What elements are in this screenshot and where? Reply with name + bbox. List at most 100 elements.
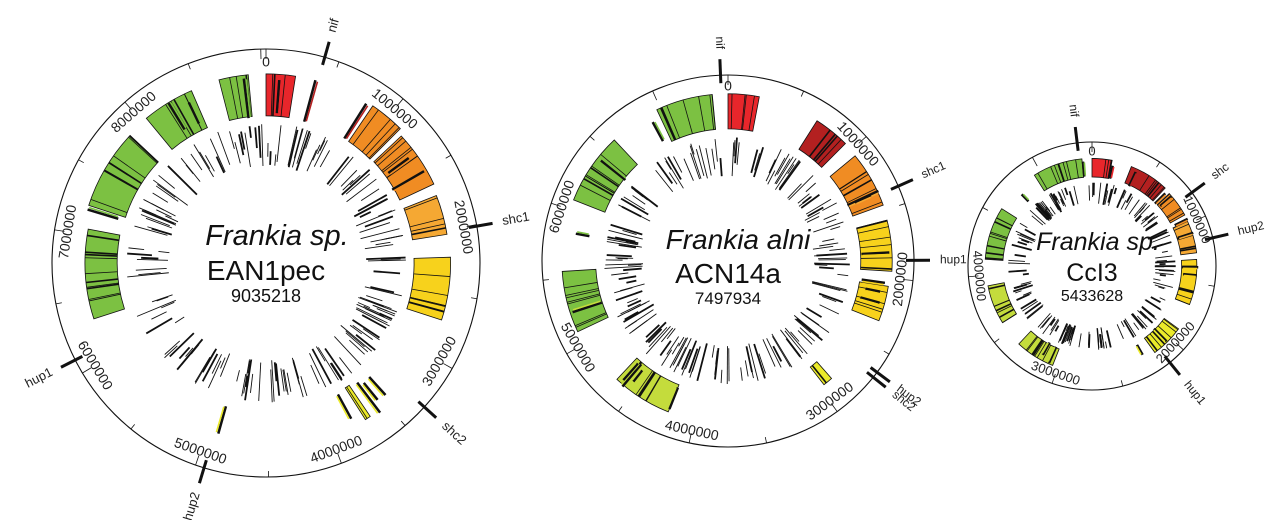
gene-marker — [814, 262, 850, 266]
gene-marker — [745, 346, 753, 373]
gene-marker — [1037, 203, 1042, 208]
gene-marker — [840, 174, 869, 192]
gene-marker — [1062, 162, 1069, 181]
gene-marker — [1025, 336, 1038, 351]
gene-marker — [1041, 341, 1051, 356]
gene-marker — [627, 298, 638, 304]
gene-marker — [391, 170, 425, 191]
gene-marker — [698, 145, 708, 179]
locus-marker-label: shc2 — [439, 418, 469, 448]
gene-marker — [1116, 324, 1124, 340]
gene-marker — [681, 348, 692, 370]
gene-marker — [1102, 183, 1109, 206]
gene-marker — [780, 329, 801, 357]
gene-marker — [1100, 328, 1105, 349]
gene-marker — [583, 177, 614, 197]
gene-marker — [753, 343, 766, 379]
gene-marker — [1150, 231, 1168, 241]
gene-marker — [1144, 179, 1156, 195]
gene-marker — [795, 317, 823, 342]
gene-marker — [158, 174, 175, 189]
gene-marker — [620, 197, 649, 216]
gene-marker — [152, 192, 169, 203]
gene-marker — [767, 170, 776, 185]
gene-marker — [377, 140, 407, 167]
gene-marker — [85, 271, 118, 275]
gene-marker — [798, 196, 812, 207]
gene-marker — [1050, 318, 1059, 331]
gene-marker — [1025, 229, 1036, 236]
gene-marker — [668, 172, 678, 185]
gene-marker — [1066, 161, 1072, 180]
gene-marker — [1011, 243, 1032, 251]
gene-marker — [349, 324, 363, 335]
gene-marker — [645, 375, 662, 402]
gene-marker — [678, 336, 685, 347]
gene-marker — [156, 296, 169, 302]
gene-marker — [1157, 193, 1170, 206]
gene-marker — [1149, 333, 1162, 348]
gene-marker — [830, 226, 841, 230]
gene-marker — [190, 102, 201, 123]
gene-marker — [1120, 200, 1127, 210]
gene-marker — [1032, 340, 1044, 356]
gene-marker — [151, 311, 167, 320]
gene-marker — [1045, 206, 1054, 217]
gene-marker — [778, 159, 800, 189]
scale-tick-label: 3000000 — [1029, 358, 1082, 388]
gene-marker — [147, 226, 159, 231]
gene-marker — [296, 129, 308, 164]
gene-marker — [851, 201, 883, 214]
gene-marker — [170, 102, 187, 129]
gene-marker — [1105, 159, 1110, 179]
gene-marker — [261, 124, 264, 166]
gene-marker — [291, 128, 304, 168]
gene-marker — [625, 241, 637, 245]
gene-marker — [667, 387, 677, 408]
gene-marker — [165, 215, 179, 223]
gene-marker — [814, 264, 828, 266]
gene-marker — [624, 320, 638, 329]
gene-marker — [985, 252, 1004, 256]
genome-map-cci3: 01000000200000030000004000000nifshchup2h… — [967, 104, 1266, 408]
gene-marker — [349, 339, 365, 355]
gene-marker — [1050, 166, 1059, 184]
gene-marker — [1026, 304, 1044, 319]
gene-marker — [361, 314, 387, 329]
gene-marker — [632, 369, 644, 383]
gene-marker — [164, 340, 181, 355]
gene-marker — [1049, 206, 1056, 215]
gene-marker — [673, 343, 685, 364]
gene-marker — [276, 125, 282, 163]
gene-marker — [1107, 188, 1113, 203]
gene-marker — [215, 406, 225, 433]
gene-marker — [1183, 274, 1196, 278]
scale-tick — [1208, 284, 1215, 287]
gene-marker — [775, 156, 794, 185]
gene-marker — [367, 378, 384, 397]
gene-marker — [128, 136, 158, 164]
gene-marker — [862, 280, 884, 286]
gene-marker — [180, 157, 201, 182]
gene-marker — [85, 257, 118, 260]
gene-marker — [742, 94, 747, 130]
gene-marker — [88, 292, 121, 300]
gene-marker — [797, 193, 810, 204]
gene-marker — [606, 241, 642, 248]
gene-marker — [359, 211, 372, 219]
gene-marker — [356, 303, 385, 318]
locus-marker-label: shc1 — [501, 209, 531, 229]
gene-marker — [988, 284, 1005, 290]
gene-marker — [1105, 341, 1108, 349]
gene-marker — [774, 158, 791, 185]
gene-marker — [113, 155, 146, 179]
gene-marker — [220, 357, 226, 369]
gene-marker — [362, 382, 379, 401]
gene-marker — [219, 353, 231, 377]
gene-marker — [247, 360, 251, 374]
gene-marker — [1058, 192, 1067, 207]
gene-marker — [1125, 193, 1133, 204]
locus-marker-label: nif — [1066, 104, 1081, 119]
gene-marker — [324, 347, 345, 377]
gene-marker — [167, 165, 198, 196]
